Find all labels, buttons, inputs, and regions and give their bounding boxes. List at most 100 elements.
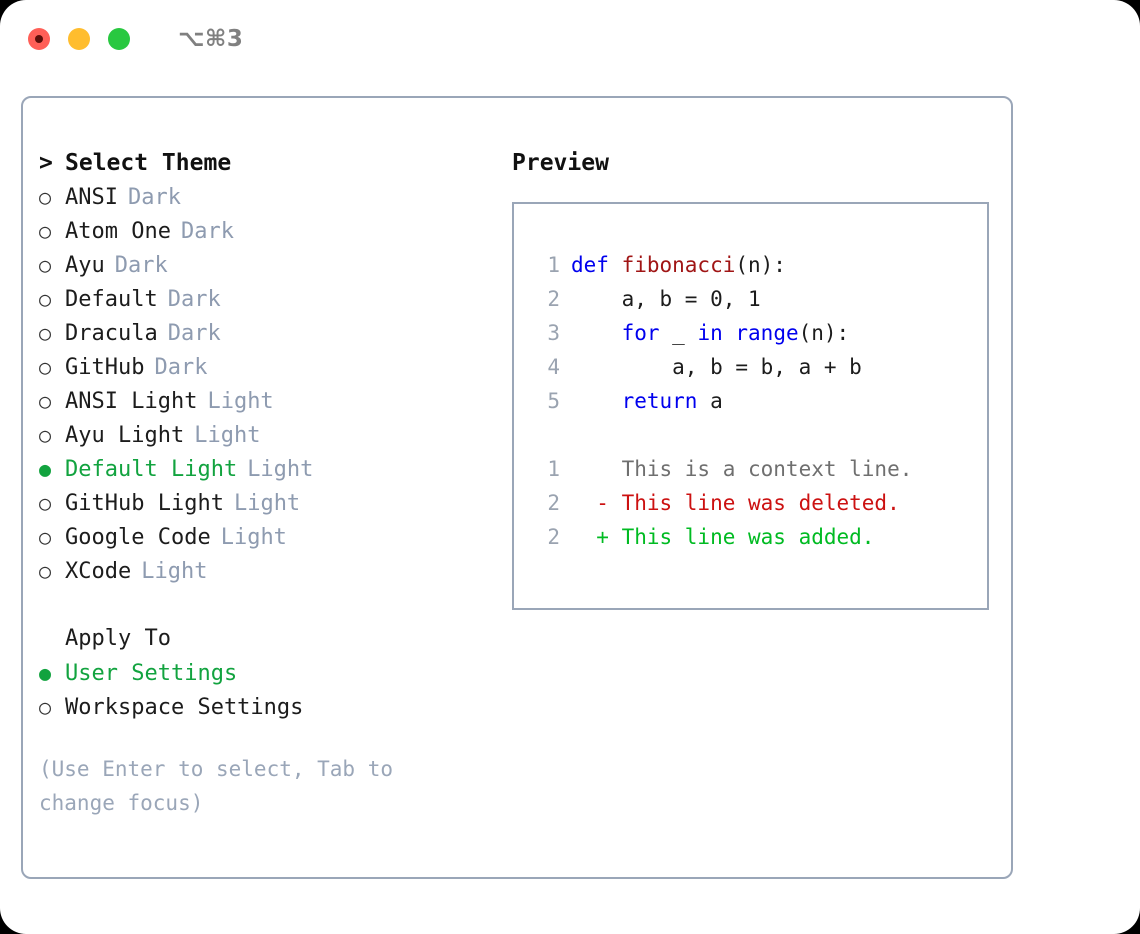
radio-unselected-icon: ○ [39, 253, 52, 277]
theme-item-label: Google Code [65, 525, 211, 550]
theme-item-7[interactable]: ○ Ayu Light Light [39, 418, 491, 452]
theme-item-tag: Light [141, 559, 208, 584]
radio-unselected-icon: ○ [39, 491, 52, 515]
title-bar: ⌥⌘3 [0, 0, 1140, 78]
theme-item-1[interactable]: ○ Atom One Dark [39, 214, 491, 248]
code-line-content: return a [571, 384, 723, 418]
diff-line-0: 1 This is a context line. [514, 452, 987, 486]
list-spacer [39, 588, 491, 622]
theme-item-tag: Light [247, 457, 314, 482]
close-button-icon[interactable] [28, 28, 50, 50]
theme-item-label: Dracula [65, 321, 158, 346]
apply-to-list: ● User Settings ○Workspace Settings [39, 656, 491, 724]
code-diff-separator [514, 418, 987, 452]
radio-unselected-icon: ○ [39, 525, 52, 549]
code-line-4: 5 return a [514, 384, 987, 418]
theme-item-tag: Light [207, 389, 274, 414]
prompt-caret-icon: > [39, 150, 53, 176]
theme-item-10[interactable]: ○ Google Code Light [39, 520, 491, 554]
code-line-number: 5 [547, 389, 560, 413]
theme-item-tag: Light [220, 525, 287, 550]
code-line-3: 4 a, b = b, a + b [514, 350, 987, 384]
theme-item-8[interactable]: ● Default Light Light [39, 452, 491, 486]
radio-selected-icon: ● [39, 661, 52, 685]
radio-unselected-icon: ○ [39, 389, 52, 413]
theme-item-0[interactable]: ○ ANSI Dark [39, 180, 491, 214]
code-token: def [571, 253, 622, 277]
theme-item-label: Default Light [65, 457, 238, 482]
theme-item-label: Default [65, 287, 158, 312]
keyboard-hint-text: (Use Enter to select, Tab to change focu… [39, 757, 406, 815]
diff-line-content: This is a context line. [571, 457, 913, 481]
diff-line-content: + This line was added. [571, 525, 875, 549]
apply-to-item-label: User Settings [65, 661, 238, 686]
diff-line-content: - This line was deleted. [571, 491, 900, 515]
code-token: in [697, 321, 736, 345]
code-token: a [710, 389, 723, 413]
code-line-number: 3 [547, 321, 560, 345]
code-token: return [621, 389, 711, 413]
theme-item-tag: Light [233, 491, 301, 516]
radio-unselected-icon: ○ [39, 219, 52, 243]
code-line-2: 3 for _ in range(n): [514, 316, 987, 350]
code-line-content: a, b = b, a + b [571, 350, 862, 384]
radio-unselected-icon: ○ [39, 185, 52, 209]
diff-line-1: 2 - This line was deleted. [514, 486, 987, 520]
diff-line-2: 2 + This line was added. [514, 520, 987, 554]
theme-item-label: GitHub Light [65, 491, 224, 516]
diff-line-number: 1 [547, 457, 560, 481]
theme-item-tag: Dark [180, 219, 234, 244]
theme-item-label: GitHub [65, 355, 145, 380]
theme-item-tag: Light [194, 423, 261, 448]
theme-item-label: XCode [65, 559, 132, 584]
code-line-number: 4 [547, 355, 560, 379]
theme-item-tag: Dark [167, 287, 221, 312]
code-token: _ [672, 321, 698, 345]
theme-item-6[interactable]: ○ ANSI Light Light [39, 384, 491, 418]
apply-to-item-1[interactable]: ○Workspace Settings [39, 690, 491, 724]
theme-item-label: Ayu Light [65, 423, 185, 448]
apply-to-item-label: Workspace Settings [65, 695, 304, 720]
select-theme-heading: > Select Theme [39, 146, 491, 180]
code-line-1: 2 a, b = 0, 1 [514, 282, 987, 316]
radio-unselected-icon: ○ [39, 287, 52, 311]
code-token: a, b = 0, 1 [621, 287, 761, 311]
theme-item-label: Atom One [65, 219, 171, 244]
diff-line-number: 2 [547, 525, 560, 549]
theme-item-5[interactable]: ○ GitHub Dark [39, 350, 491, 384]
theme-item-11[interactable]: ○ XCode Light [39, 554, 491, 588]
theme-item-label: ANSI [65, 185, 118, 210]
code-token: (n): [798, 321, 850, 345]
code-line-number: 2 [547, 287, 560, 311]
theme-item-3[interactable]: ○ Default Dark [39, 282, 491, 316]
theme-item-label: ANSI Light [65, 389, 198, 414]
theme-item-tag: Dark [154, 355, 208, 380]
diff-sample: 1 This is a context line.2 - This line w… [514, 452, 987, 554]
apply-to-item-0[interactable]: ● User Settings [39, 656, 491, 690]
zoom-button-icon[interactable] [108, 28, 130, 50]
code-line-content: a, b = 0, 1 [571, 282, 761, 316]
code-token: range [735, 321, 799, 345]
code-token: a, b = b, a + b [672, 355, 862, 379]
radio-unselected-icon: ○ [39, 355, 52, 379]
radio-unselected-icon: ○ [39, 423, 52, 447]
radio-unselected-icon: ○ [39, 559, 52, 583]
code-token: (n): [735, 253, 786, 277]
code-line-number: 1 [547, 253, 560, 277]
code-token: for [621, 321, 673, 345]
theme-item-9[interactable]: ○ GitHub Light Light [39, 486, 491, 520]
radio-unselected-icon: ○ [39, 321, 52, 345]
traffic-lights [28, 28, 130, 50]
radio-selected-icon: ● [39, 457, 52, 481]
minimize-button-icon[interactable] [68, 28, 90, 50]
theme-item-tag: Dark [127, 185, 181, 210]
